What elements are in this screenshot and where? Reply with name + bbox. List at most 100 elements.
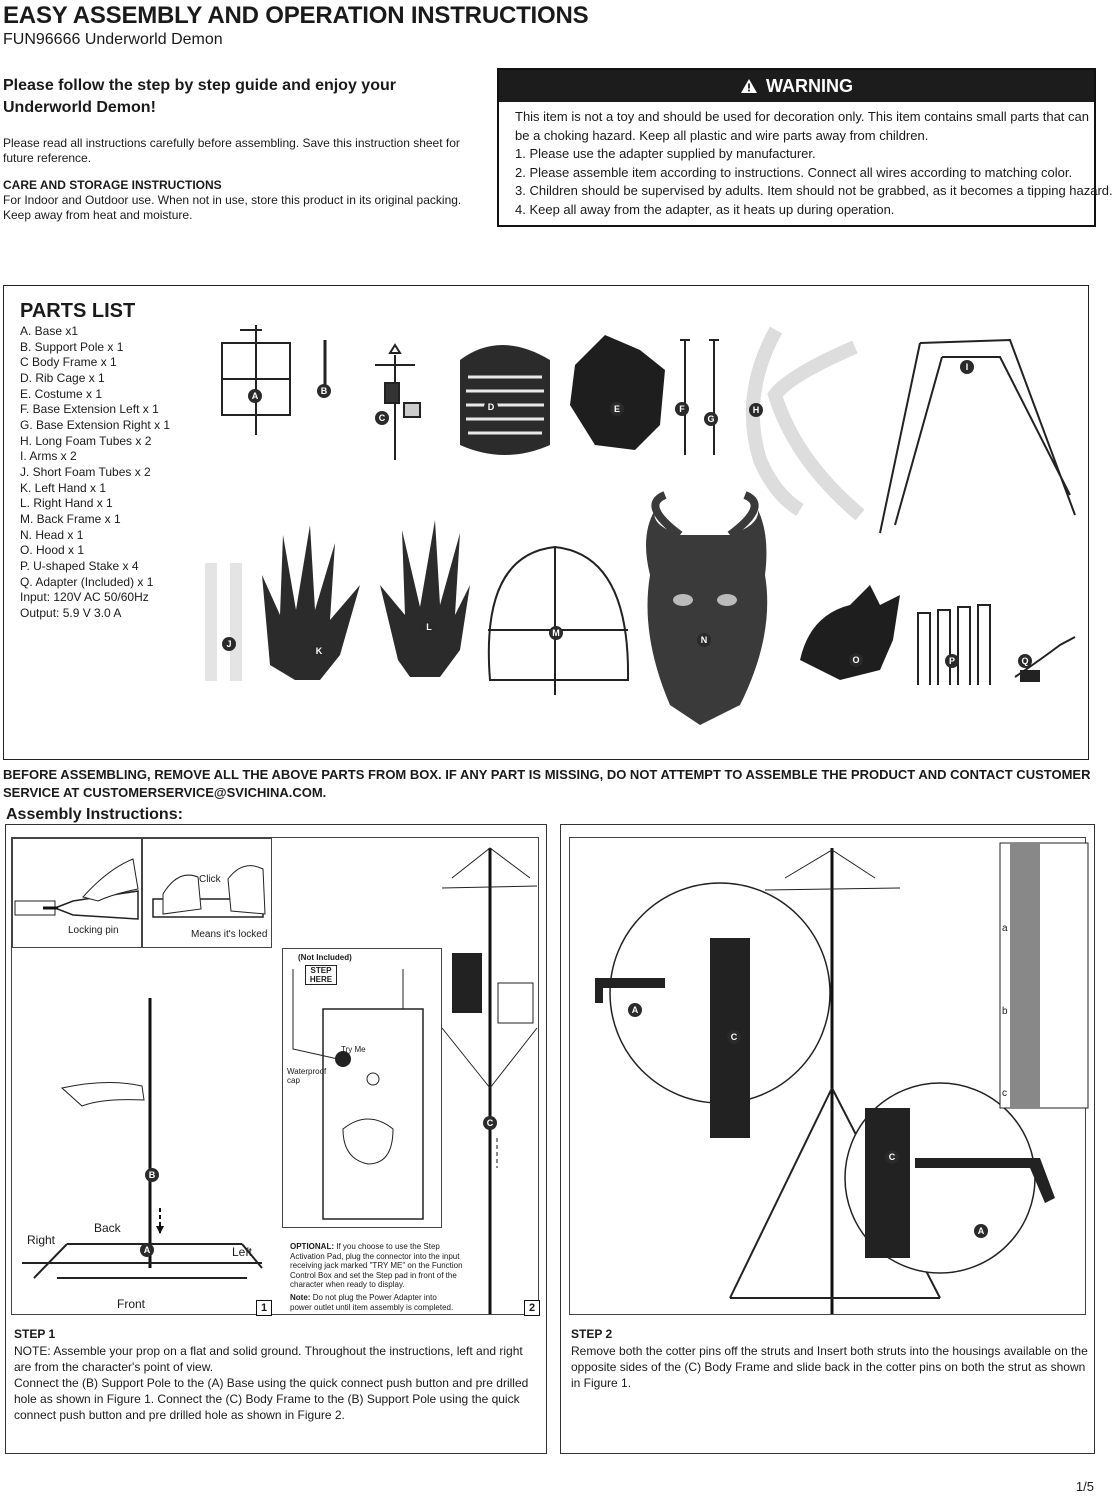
part-item: Q. Adapter (Included) x 1	[20, 574, 154, 589]
left-hand-illustration	[262, 525, 360, 680]
warning-line: This item is not a toy and should be use…	[515, 109, 1089, 124]
parts-list-box	[3, 285, 1089, 760]
warning-list: This item is not a toy and should be use…	[515, 108, 1113, 219]
part-label-h: H	[749, 403, 763, 417]
step1-figure-1: Locking pin Click Means it's locked B A …	[11, 837, 540, 1316]
hand-push-illustration	[14, 858, 139, 920]
part-label-d: D	[484, 400, 498, 414]
function-box-illustration	[292, 969, 424, 1220]
right-hand-illustration	[380, 520, 470, 677]
locking-pin-label: Locking pin	[68, 925, 119, 936]
warning-box: WARNING This item is not a toy and shoul…	[497, 68, 1113, 227]
click-label: Click	[199, 874, 221, 885]
step2-text: Remove both the cotter pins off the stru…	[571, 1343, 1091, 1391]
step2-line: Remove both the cotter pins off the stru…	[571, 1344, 1088, 1358]
part-label-f: F	[675, 402, 689, 416]
step2-figure: a b c A C C A	[569, 837, 1089, 1315]
locking-pin-panel: Locking pin	[12, 838, 142, 948]
fig2-label-c: C	[483, 1116, 497, 1130]
part-item: L. Right Hand x 1	[20, 496, 113, 511]
locked-panel: Click Means it's locked	[142, 838, 272, 948]
part-spec: Input: 120V AC 50/60Hz	[20, 590, 149, 605]
page-number: 1/5	[1075, 1479, 1094, 1494]
warning-title: WARNING	[766, 75, 853, 96]
step2-box: a b c A C C A STEP 2 Remove both the cot…	[560, 824, 1095, 1454]
step1-line: are from the character's point of view.	[14, 1360, 214, 1374]
figure-number-1: 1	[256, 1300, 272, 1316]
part-label-a: A	[248, 389, 262, 403]
part-label-q: Q	[1018, 654, 1032, 668]
step1-line: NOTE: Assemble your prop on a flat and s…	[14, 1344, 523, 1358]
note-label: Note:	[290, 1293, 311, 1302]
part-item: A. Base x1	[20, 324, 79, 338]
adapter-box-illustration	[1020, 670, 1040, 682]
assembly-heading: Assembly Instructions:	[6, 806, 183, 823]
fig-label-a-upper: A	[628, 1003, 642, 1017]
front-label: Front	[117, 1297, 146, 1311]
left-label: Left	[232, 1245, 253, 1259]
step1-line: connect push button and pre drilled hole…	[14, 1408, 345, 1422]
waterproof-label: Waterproof cap	[287, 1067, 327, 1085]
part-label-e: E	[610, 402, 624, 416]
note-text: Do not plug the Power Adapter into power…	[290, 1293, 454, 1312]
page-subtitle: FUN96666 Underworld Demon	[3, 31, 223, 48]
part-label-m: M	[549, 626, 563, 640]
part-item: E. Costume x 1	[20, 386, 103, 401]
right-label: Right	[27, 1233, 56, 1247]
step2-line: opposite sides of the (C) Body Frame and…	[571, 1360, 1086, 1374]
part-item: F. Base Extension Left x 1	[20, 402, 159, 417]
part-item: D. Rib Cage x 1	[20, 370, 105, 385]
short-foam-tube-illustration	[205, 563, 217, 681]
warning-line: be a choking hazard. Keep all plastic an…	[515, 127, 929, 143]
part-spec: Output: 5.9 V 3.0 A	[20, 605, 122, 620]
body-frame-illustration	[441, 847, 538, 1314]
care-text: For Indoor and Outdoor use. When not in …	[3, 193, 462, 222]
part-item: B. Support Pole x 1	[20, 339, 124, 354]
base-pole-illustration	[22, 998, 263, 1279]
missing-parts-notice: BEFORE ASSEMBLING, REMOVE ALL THE ABOVE …	[3, 767, 1091, 800]
short-foam-tube-illustration	[230, 563, 242, 681]
body-frame-illustration	[375, 343, 421, 460]
long-foam-tube-illustration	[767, 340, 865, 521]
power-note: Note: Do not plug the Power Adapter into…	[290, 1293, 460, 1312]
head-illustration	[646, 491, 768, 725]
warning-line: 3. Children should be supervised by adul…	[515, 183, 1113, 198]
part-label-j: J	[222, 637, 236, 651]
part-item: O. Hood x 1	[20, 543, 85, 558]
part-item: H. Long Foam Tubes x 2	[20, 433, 152, 448]
locked-label: Means it's locked	[191, 929, 268, 940]
warning-triangle-icon	[741, 79, 757, 93]
part-item: G. Base Extension Right x 1	[20, 417, 171, 432]
warning-line: 4. Keep all away from the adapter, as it…	[515, 201, 895, 217]
part-label-l: L	[422, 620, 436, 634]
fig-label-c-lower: C	[885, 1150, 899, 1164]
part-item: N. Head x 1	[20, 527, 84, 542]
step1-text: NOTE: Assemble your prop on a flat and s…	[14, 1343, 544, 1423]
fig-label-a-lower: A	[974, 1224, 988, 1238]
part-label-p: P	[945, 654, 959, 668]
intro-text: Please read all instructions carefully b…	[3, 136, 460, 165]
part-item: K. Left Hand x 1	[20, 480, 107, 495]
warning-line: 2. Please assemble item according to ins…	[515, 164, 1073, 180]
optional-text: If you choose to use the Step Activation…	[290, 1242, 463, 1289]
step2-heading: STEP 2	[571, 1327, 613, 1341]
optional-note: OPTIONAL: If you choose to use the Step …	[290, 1242, 470, 1290]
part-label-i: I	[960, 360, 974, 374]
strut-assembly-illustration	[595, 842, 1089, 1314]
step1-box: Locking pin Click Means it's locked B A …	[5, 824, 547, 1454]
detail-label-a: a	[1002, 923, 1008, 934]
lead-text: Please follow the step by step guide and…	[3, 77, 396, 116]
part-label-n: N	[697, 633, 711, 647]
warning-header: WARNING	[499, 70, 1094, 102]
parts-heading: PARTS LIST	[20, 300, 136, 322]
extension-left-illustration	[680, 339, 690, 455]
step-here-pad: STEP HERE	[305, 965, 337, 985]
long-foam-tube-illustration	[745, 326, 804, 517]
part-item: J. Short Foam Tubes x 2	[20, 464, 151, 479]
figure-number-2: 2	[524, 1300, 540, 1316]
parts-list: A. Base x1 B. Support Pole x 1 C Body Fr…	[20, 324, 170, 621]
step1-line: hole as shown in Figure 1. Connect the (…	[14, 1392, 520, 1406]
not-included-label: (Not Included)	[298, 953, 352, 962]
try-me-label: Try Me	[341, 1045, 366, 1054]
part-label-g: G	[704, 412, 718, 426]
